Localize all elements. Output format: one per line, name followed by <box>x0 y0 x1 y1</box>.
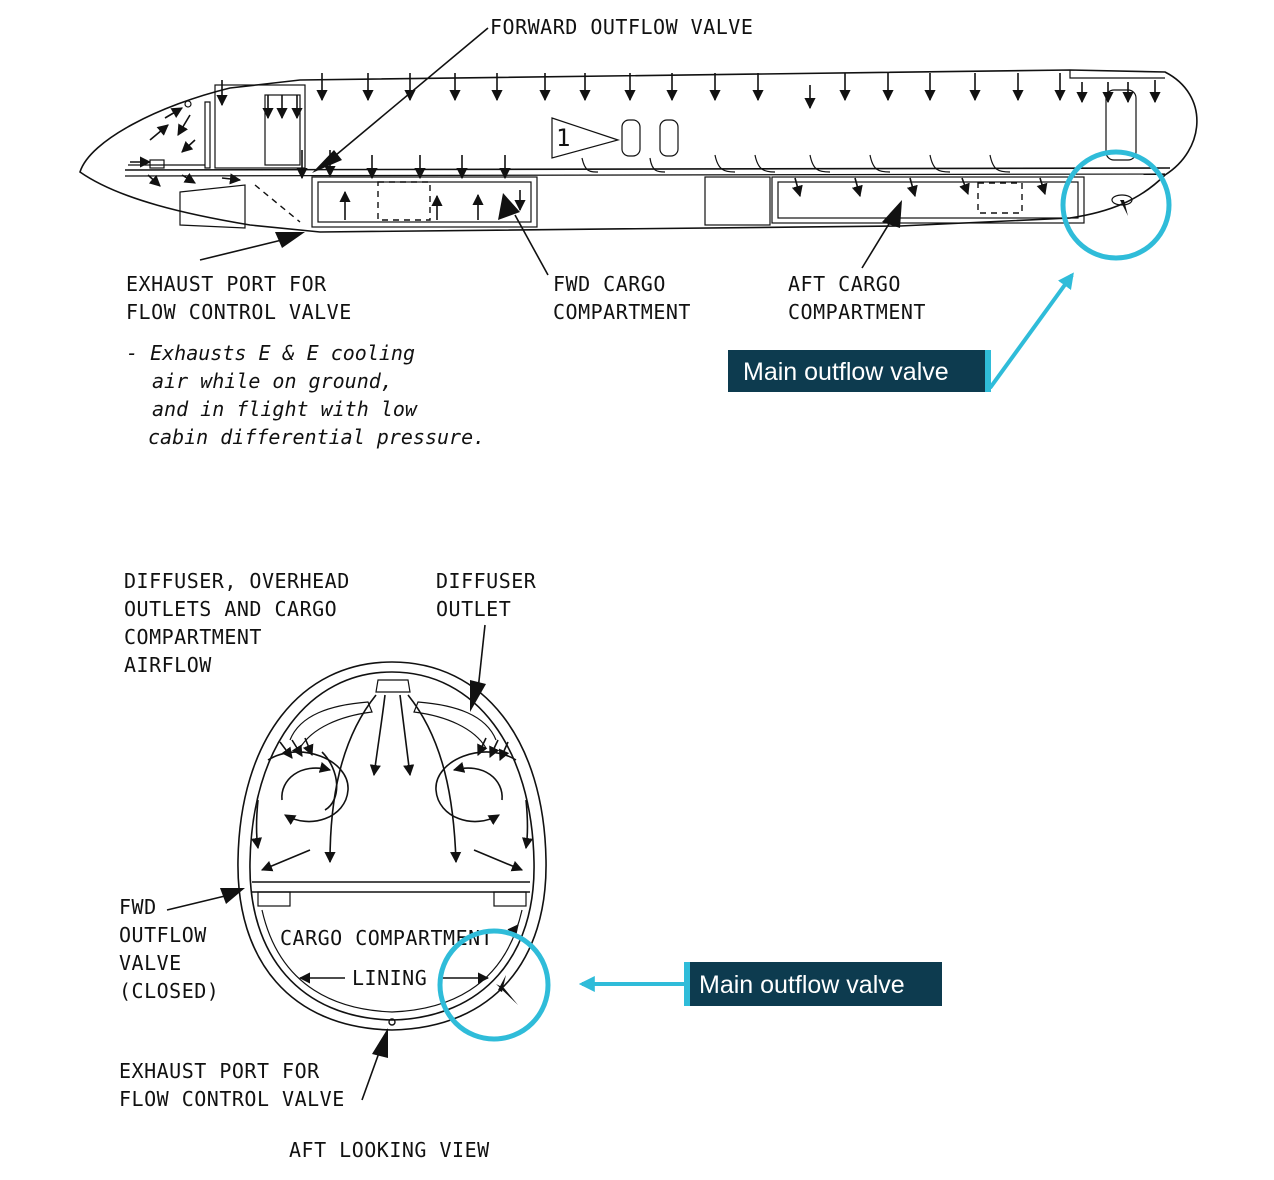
aft-view-cross-section <box>237 661 547 1031</box>
aft-looking-view-title: AFT LOOKING VIEW <box>289 1138 490 1162</box>
side-view-highlight-ring <box>1060 149 1172 261</box>
zone-number: 1 <box>556 124 571 152</box>
aft-view-leaders <box>166 624 486 1101</box>
exhaust-note-line1: - Exhausts E & E cooling <box>126 341 415 365</box>
diffuser-overhead-label-line3: COMPARTMENT <box>124 625 262 649</box>
exhaust-port-label-line1: EXHAUST PORT FOR <box>126 272 327 296</box>
aft-view-highlight-ring <box>437 928 551 1042</box>
diffuser-overhead-label-line4: AIRFLOW <box>124 653 212 677</box>
side-view-fuselage: 1 <box>79 69 1198 233</box>
cargo-compartment-label: CARGO COMPARTMENT <box>280 926 493 950</box>
aft-view-labels: DIFFUSER, OVERHEAD OUTLETS AND CARGO COM… <box>119 569 537 1162</box>
fwd-cargo-label-line2: COMPARTMENT <box>553 300 691 324</box>
side-view-labels: FORWARD OUTFLOW VALVE EXHAUST PORT FOR F… <box>126 15 926 449</box>
fwd-cargo-label-line1: FWD CARGO <box>553 272 666 296</box>
side-view-callout-box <box>728 350 990 392</box>
forward-outflow-valve-label: FORWARD OUTFLOW VALVE <box>490 15 753 39</box>
lining-label: LINING <box>352 966 427 990</box>
diffuser-overhead-label-line2: OUTLETS AND CARGO <box>124 597 337 621</box>
aft-exhaust-port-line1: EXHAUST PORT FOR <box>119 1059 320 1083</box>
aft-view-airflow-arrows <box>250 694 534 984</box>
diffuser-outlet-label-line1: DIFFUSER <box>436 569 537 593</box>
exhaust-port-label-line2: FLOW CONTROL VALVE <box>126 300 352 324</box>
overhead-airflow-arrows <box>216 73 1161 120</box>
fwd-outflow-closed-line2: OUTFLOW <box>119 923 207 947</box>
diffuser-outlet-label-line2: OUTLET <box>436 597 511 621</box>
fwd-outflow-closed-line3: VALVE <box>119 951 182 975</box>
fwd-outflow-closed-line1: FWD <box>119 895 157 919</box>
side-view-main-outflow-callout: Main outflow valve <box>728 149 1172 392</box>
aft-view-main-outflow-callout: Main outflow valve <box>437 928 942 1042</box>
exhaust-note-line4: cabin differential pressure. <box>148 425 485 449</box>
aft-view-callout-box <box>684 962 942 1006</box>
aft-exhaust-port-line2: FLOW CONTROL VALVE <box>119 1087 345 1111</box>
diffuser-overhead-label-line1: DIFFUSER, OVERHEAD <box>124 569 350 593</box>
side-view-callout-text: Main outflow valve <box>743 358 949 386</box>
aft-cargo-label-line1: AFT CARGO <box>788 272 901 296</box>
exhaust-note-line3: and in flight with low <box>152 397 418 421</box>
aft-cargo-label-line2: COMPARTMENT <box>788 300 926 324</box>
aft-view-callout-text: Main outflow valve <box>699 971 905 999</box>
exhaust-note-line2: air while on ground, <box>152 369 393 393</box>
fwd-outflow-closed-line4: (CLOSED) <box>119 979 219 1003</box>
side-view-leaders <box>199 27 902 276</box>
floor-airflow-arrows <box>130 100 1048 223</box>
